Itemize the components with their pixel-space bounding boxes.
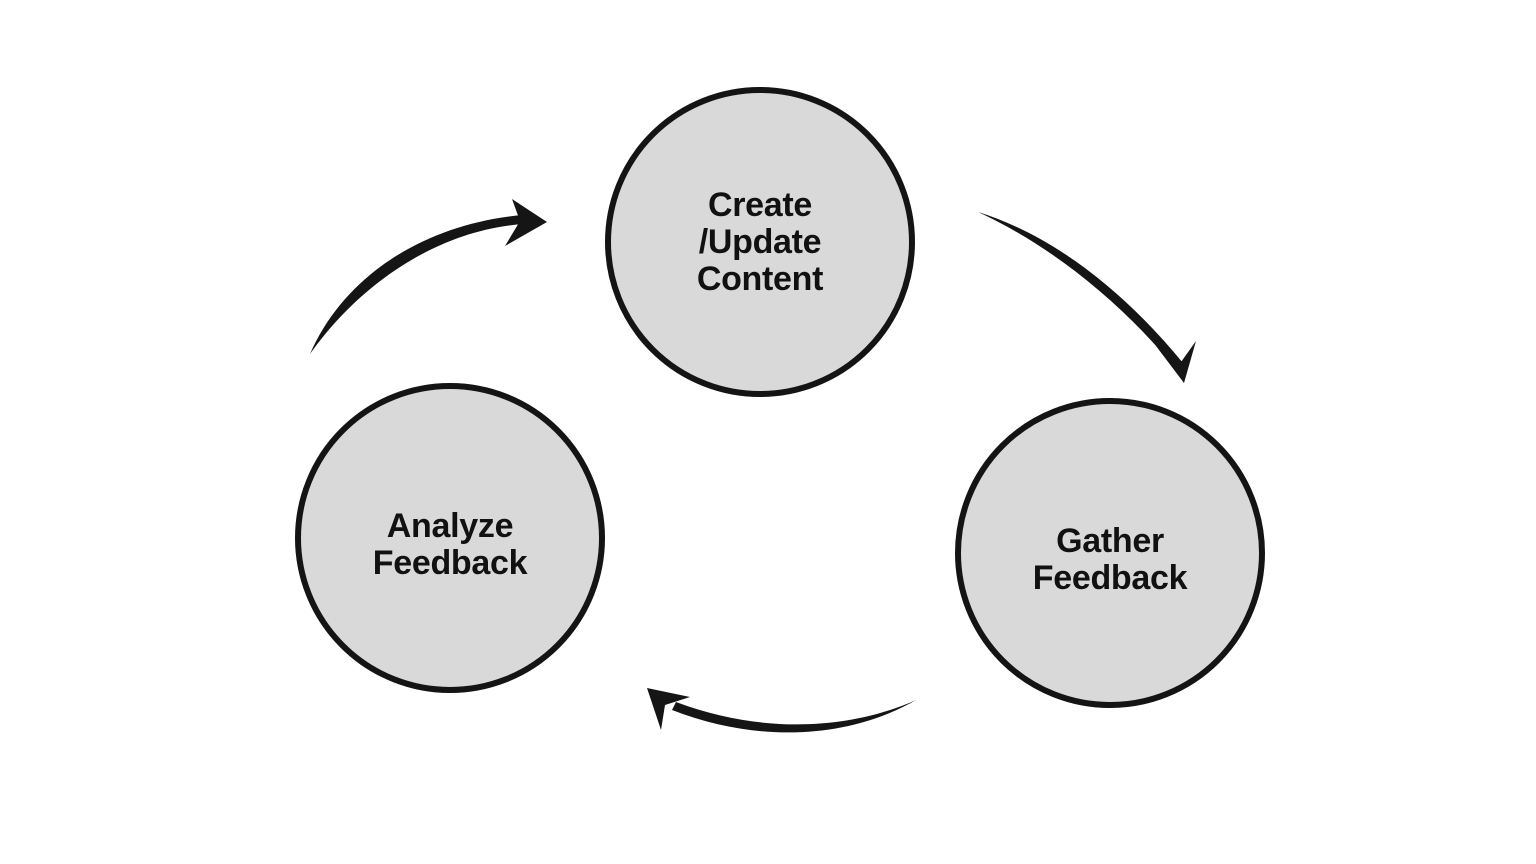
node-create-update-content-label: Create /Update Content	[696, 185, 824, 298]
arrow-analyze-to-create	[310, 199, 547, 354]
arrow-shaft	[310, 215, 524, 354]
arrow-head	[505, 199, 547, 246]
node-gather-feedback-label: Gather Feedback	[1032, 522, 1188, 597]
arrow-create-to-gather	[978, 212, 1196, 383]
arrow-shaft	[672, 700, 916, 733]
arrow-shaft	[978, 212, 1183, 369]
arrow-head	[1156, 341, 1196, 383]
node-analyze-feedback-label: Analyze Feedback	[372, 507, 528, 582]
node-analyze-feedback: Analyze Feedback	[295, 383, 605, 693]
arrow-gather-to-analyze	[647, 688, 916, 733]
node-gather-feedback: Gather Feedback	[955, 398, 1265, 708]
arrow-head	[647, 688, 690, 730]
node-create-update-content: Create /Update Content	[605, 87, 915, 397]
